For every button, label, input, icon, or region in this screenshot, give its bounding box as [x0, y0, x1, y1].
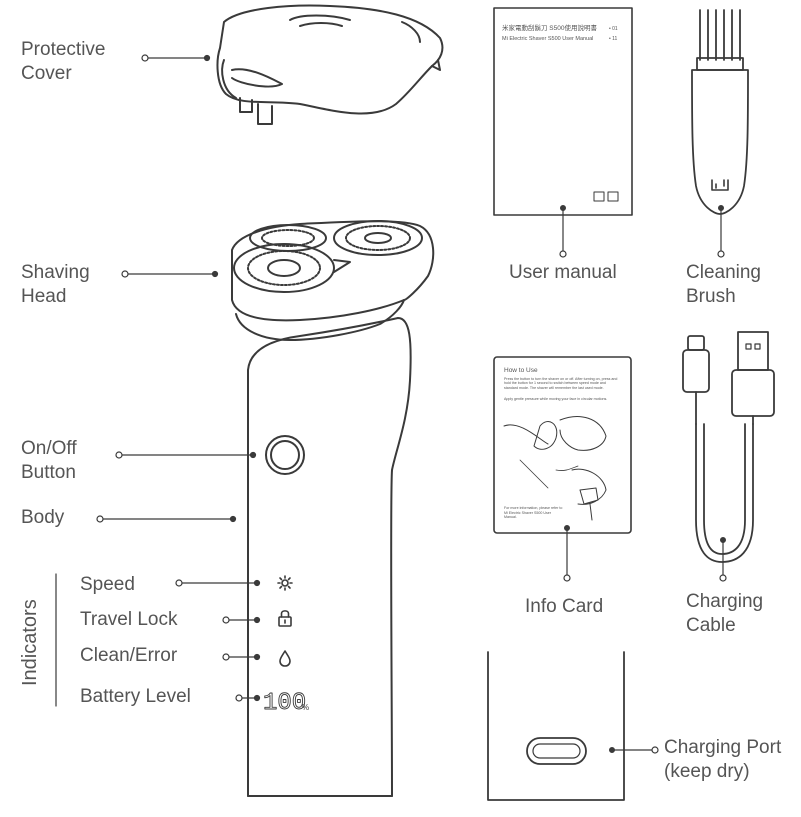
mi-logo-icon: [711, 179, 729, 191]
manual-page-en: • 11: [609, 36, 618, 42]
battery-value: 100: [263, 690, 306, 717]
charging-port-label: Charging Port (keep dry): [664, 736, 781, 784]
info-card-text2-wrapper: Apply gentle pressure while moving your …: [504, 397, 608, 401]
label-line: Charging: [686, 591, 764, 612]
user-manual-label: User manual: [509, 262, 617, 283]
label-line: Cover: [21, 63, 72, 84]
charging-port-detail: [487, 651, 659, 801]
speed-label: Speed: [80, 574, 135, 595]
shaving-head-label: Shaving Head: [21, 261, 90, 309]
info-card-illustration: [493, 356, 632, 582]
on-off-button-label: On/Off Button: [21, 437, 77, 485]
speed-icon: [277, 575, 293, 591]
battery-level-label: Battery Level: [80, 686, 191, 707]
battery-display: 100 %: [263, 690, 310, 718]
info-card-text1: Press the button to turn the shaver on o…: [504, 377, 618, 390]
info-card-label: Info Card: [525, 596, 604, 617]
info-card-text2: Apply gentle pressure while moving your …: [504, 397, 608, 401]
info-card-text1-wrapper: Press the button to turn the shaver on o…: [504, 377, 618, 390]
shaver-body: [247, 317, 412, 797]
label-line: Button: [21, 462, 76, 483]
label-line: On/Off: [21, 438, 77, 459]
label-line: Shaving: [21, 262, 90, 283]
protective-cover: [216, 4, 444, 125]
protective-cover-label: Protective Cover: [21, 38, 105, 86]
usb-icon: [737, 331, 769, 371]
label-line: Charging Port: [664, 737, 782, 758]
charging-cable: [682, 331, 775, 582]
label-line: Head: [21, 286, 67, 307]
shaving-head: [231, 220, 435, 341]
travel-lock-icon: [278, 610, 292, 627]
cleaning-brush-label: Cleaning Brush: [686, 261, 761, 309]
charging-cable-label: Charging Cable: [686, 590, 763, 638]
power-button: [265, 435, 305, 475]
body-label: Body: [21, 507, 65, 528]
label-line: Cleaning: [686, 262, 761, 283]
manual-page-cn: • 01: [609, 26, 618, 32]
manual-title-cn: 米家電動刮鬍刀 S500使用說明書: [502, 23, 597, 32]
info-card-title: How to Use: [504, 367, 538, 374]
label-line: Protective: [21, 39, 106, 60]
manual-title-en: Mi Electric Shaver S500 User Manual: [502, 36, 593, 42]
label-line: Cable: [686, 615, 736, 636]
label-line: Brush: [686, 286, 736, 307]
battery-unit: %: [302, 703, 309, 712]
clean-error-label: Clean/Error: [80, 645, 178, 666]
leader-lines-left: [55, 54, 261, 707]
user-manual: [493, 7, 633, 258]
info-card-footer: For more information, please refer to Mi…: [504, 506, 563, 520]
info-card-footer-wrapper: For more information, please refer to Mi…: [504, 506, 563, 520]
travel-lock-label: Travel Lock: [80, 609, 178, 630]
clean-error-icon: [279, 650, 291, 667]
label-line: (keep dry): [664, 761, 750, 782]
cleaning-brush: [691, 9, 749, 258]
